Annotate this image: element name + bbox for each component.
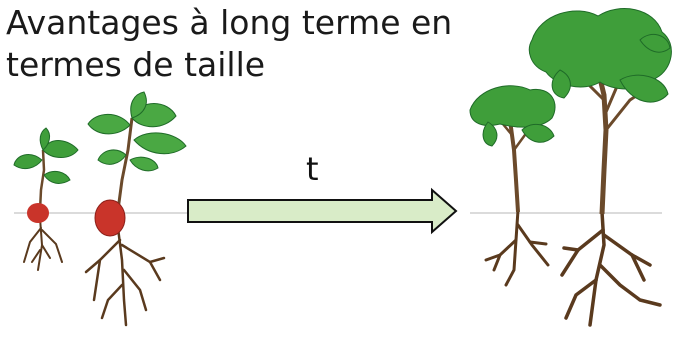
large-tree <box>528 8 672 327</box>
small-seedling-stem <box>38 149 46 211</box>
small-seedling <box>13 127 79 271</box>
large-tree-trunk <box>595 69 609 215</box>
large-seedling-leaves <box>87 91 187 172</box>
title-line-2: termes de taille <box>6 45 266 84</box>
time-arrow <box>187 187 458 235</box>
large-seedling <box>84 91 187 327</box>
large-seedling-roots <box>84 226 166 327</box>
large-seedling-acorn <box>94 199 126 237</box>
small-seedling-leaves <box>13 127 79 184</box>
large-tree-roots <box>560 210 662 327</box>
small-seedling-roots <box>23 217 63 271</box>
small-tree <box>469 85 556 287</box>
small-tree-roots <box>484 208 550 287</box>
diagram-title: Avantages à long terme en termes de tail… <box>6 2 452 86</box>
large-seedling-stem <box>116 117 134 211</box>
small-tree-canopy <box>469 85 556 147</box>
title-line-1: Avantages à long terme en <box>6 3 453 42</box>
time-label: t <box>306 150 319 188</box>
small-seedling-acorn <box>27 203 49 223</box>
large-tree-canopy <box>528 8 672 103</box>
